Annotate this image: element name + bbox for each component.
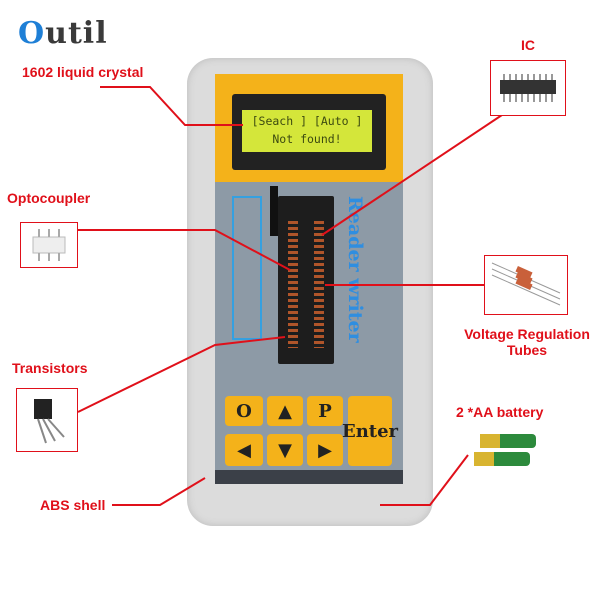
lcd-screen: [Seach ] [Auto ] Not found! [242, 110, 372, 152]
aa-battery-icon [474, 434, 536, 466]
ic-chip-icon [500, 74, 556, 102]
key-p[interactable]: P [307, 396, 343, 426]
label-optocoupler: Optocoupler [7, 190, 91, 206]
brand-logo: Outil [18, 16, 108, 51]
key-up[interactable]: ▲ [267, 396, 303, 426]
lcd-line-1: [Seach ] [Auto ] [251, 114, 363, 128]
callout-transistors [77, 336, 286, 413]
label-voltage: Voltage Regulation Tubes [464, 326, 590, 358]
key-right[interactable]: ▶ [307, 434, 343, 466]
label-shell: ABS shell [40, 497, 106, 513]
battery-image [470, 428, 540, 472]
optocoupler-image [20, 222, 78, 268]
chip-outline [232, 196, 262, 340]
socket-lever[interactable] [270, 186, 278, 236]
socket-pins-right [314, 218, 324, 348]
optocoupler-icon [32, 229, 66, 261]
label-transistors: Transistors [12, 360, 88, 376]
transistor-icon [34, 399, 65, 444]
device-print: Reader writer [344, 196, 366, 343]
key-down[interactable]: ▼ [267, 434, 303, 466]
callout-optocoupler [78, 229, 291, 271]
key-o[interactable]: O [225, 396, 263, 426]
transistor-image [16, 388, 78, 452]
bottom-stripe [215, 470, 403, 484]
callout-lcd [100, 86, 243, 126]
zif-socket [278, 196, 334, 364]
callout-ic [321, 112, 506, 236]
voltage-tubes-image [484, 255, 568, 315]
label-lcd: 1602 liquid crystal [22, 64, 144, 80]
ic-image [490, 60, 566, 116]
callout-battery [380, 454, 469, 506]
label-ic: IC [521, 37, 535, 53]
zener-diode-icon [491, 262, 561, 306]
socket-pins-left [288, 218, 298, 348]
label-battery: 2 *AA battery [456, 404, 544, 420]
key-enter[interactable]: Enter [342, 396, 398, 466]
key-left[interactable]: ◀ [225, 434, 263, 466]
lcd-line-2: Not found! [272, 132, 342, 146]
callout-shell [112, 477, 206, 506]
